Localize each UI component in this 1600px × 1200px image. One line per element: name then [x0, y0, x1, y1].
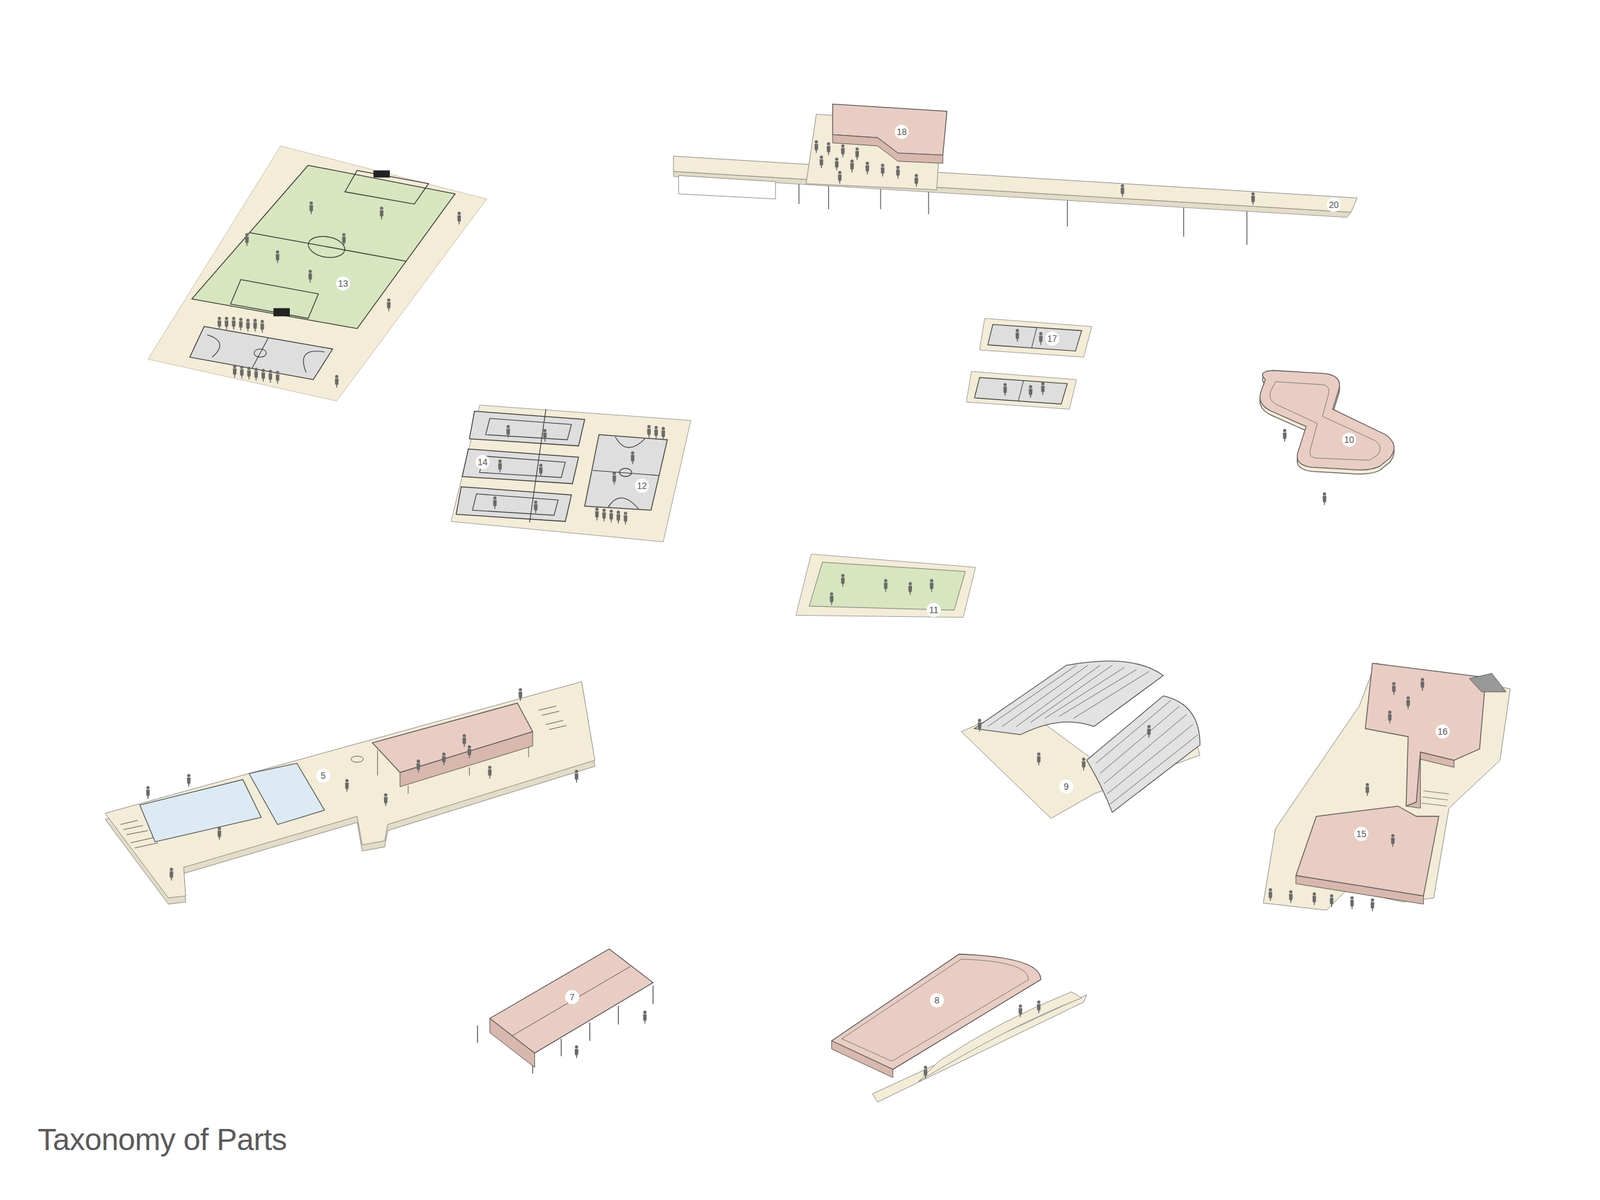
ground-plate [1263, 663, 1511, 911]
halfway-line [250, 232, 407, 262]
court [462, 449, 579, 484]
columns [377, 746, 529, 794]
callout-number: 17 [1045, 331, 1060, 346]
steps [1421, 791, 1449, 807]
building-face [832, 134, 943, 164]
canopy-rim [841, 959, 1029, 1062]
pitch [192, 165, 456, 329]
court-arc [615, 436, 645, 448]
callout-number: 12 [634, 478, 649, 493]
callout-number: 11 [926, 602, 941, 617]
goal [373, 170, 391, 178]
callout-number: 15 [1354, 826, 1369, 841]
callout-number: 9 [1059, 779, 1074, 794]
grass [808, 562, 966, 611]
canopy-face [831, 1040, 893, 1078]
roof-stair [1469, 673, 1506, 692]
pavilion-roof [372, 703, 533, 773]
court-arc [207, 334, 221, 358]
callout-number: 18 [894, 124, 909, 139]
ridge [512, 966, 631, 1036]
ground-plate [147, 145, 487, 402]
soccer-field [147, 145, 487, 402]
lower-deck [678, 175, 776, 200]
people [217, 201, 461, 388]
court-lines [472, 408, 572, 523]
callout-number: 10 [1342, 432, 1357, 447]
people [814, 140, 1256, 205]
canopy-roof [831, 954, 1041, 1070]
goal [273, 308, 290, 317]
court-line [1018, 380, 1024, 402]
court-circle [619, 468, 632, 477]
tennis-basketball-courts [451, 405, 692, 543]
people [1268, 677, 1424, 911]
court [456, 487, 572, 522]
basketball-court [584, 434, 668, 511]
diagram-title: Taxonomy of Parts [37, 1121, 287, 1158]
community-buildings [1263, 663, 1511, 911]
people [923, 1000, 1041, 1079]
stand [1086, 695, 1200, 813]
court [469, 411, 585, 447]
ground-plate [451, 405, 692, 543]
lawn [796, 554, 976, 618]
court-arc [608, 497, 639, 510]
people [1282, 428, 1327, 505]
penalty-box [230, 279, 319, 319]
court-line [252, 337, 269, 369]
court [987, 324, 1082, 351]
ground-plate [979, 318, 1092, 358]
people [830, 574, 934, 606]
callout-number: 7 [565, 990, 580, 1005]
pool [248, 763, 325, 825]
penalty-box [344, 170, 429, 205]
shed [477, 949, 653, 1074]
callout-number: 14 [475, 455, 490, 470]
ground-plate [796, 554, 976, 618]
shed-roof [489, 949, 653, 1054]
track-top [1260, 370, 1395, 471]
pool-deck [104, 681, 595, 905]
track [1260, 370, 1395, 505]
deck [104, 681, 595, 898]
callout-number: 5 [316, 768, 331, 783]
basketball-court [190, 326, 333, 380]
people [977, 718, 1151, 771]
callout-number: 13 [336, 276, 351, 291]
track-lane [1269, 381, 1380, 461]
ground-plate [966, 371, 1077, 409]
small-courts [966, 318, 1092, 409]
people [574, 1010, 648, 1058]
callout-number: 8 [929, 993, 944, 1008]
court-arc [303, 351, 325, 373]
callout-number: 16 [1435, 724, 1450, 739]
court-line [1031, 327, 1037, 349]
people [145, 688, 578, 881]
pool [139, 779, 262, 842]
grandstand [961, 661, 1200, 819]
deck [673, 156, 1357, 213]
building-roof [1365, 663, 1486, 806]
building-roof [1296, 806, 1439, 896]
court-circle [254, 348, 267, 358]
boardwalk [673, 104, 1357, 246]
court-line [592, 470, 660, 476]
people [492, 424, 665, 525]
callout-number: 20 [1326, 197, 1341, 212]
canopy [831, 954, 1087, 1103]
seat-rows [987, 665, 1198, 805]
center-circle [306, 233, 347, 260]
court [974, 377, 1068, 404]
fountain [350, 755, 363, 763]
people [1003, 328, 1046, 399]
